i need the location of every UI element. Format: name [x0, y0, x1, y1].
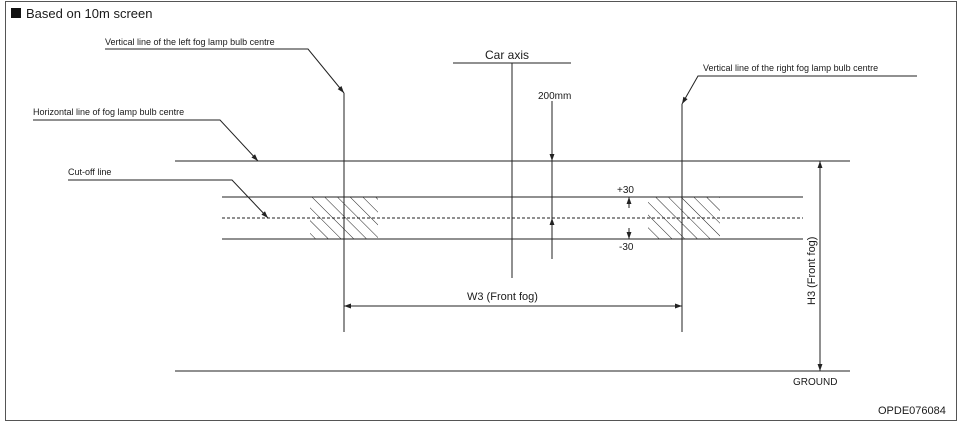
cutoff-line-leader — [68, 179, 269, 219]
right-hatched-zone — [648, 197, 720, 239]
right-vertical-leader — [681, 75, 917, 105]
left-vertical-leader — [105, 48, 345, 94]
w3-label: W3 (Front fog) — [467, 291, 538, 303]
figure-code: OPDE076084 — [878, 405, 946, 417]
minus-30-label: -30 — [619, 242, 634, 253]
ground-label: GROUND — [793, 377, 837, 388]
horizontal-line-callout: Horizontal line of fog lamp bulb centre — [33, 107, 184, 117]
header-title: Based on 10m screen — [26, 6, 152, 21]
horizontal-line-leader — [33, 119, 259, 162]
right-vertical-callout: Vertical line of the right fog lamp bulb… — [703, 63, 878, 73]
dimension-200mm-label: 200mm — [538, 91, 571, 102]
h3-label: H3 (Front fog) — [806, 237, 818, 305]
plus-30-label: +30 — [617, 185, 634, 196]
left-vertical-callout: Vertical line of the left fog lamp bulb … — [105, 37, 275, 47]
car-axis-label: Car axis — [485, 48, 529, 62]
filled-square-icon — [11, 8, 21, 18]
cutoff-line-callout: Cut-off line — [68, 167, 111, 177]
diagram-frame — [5, 1, 957, 421]
